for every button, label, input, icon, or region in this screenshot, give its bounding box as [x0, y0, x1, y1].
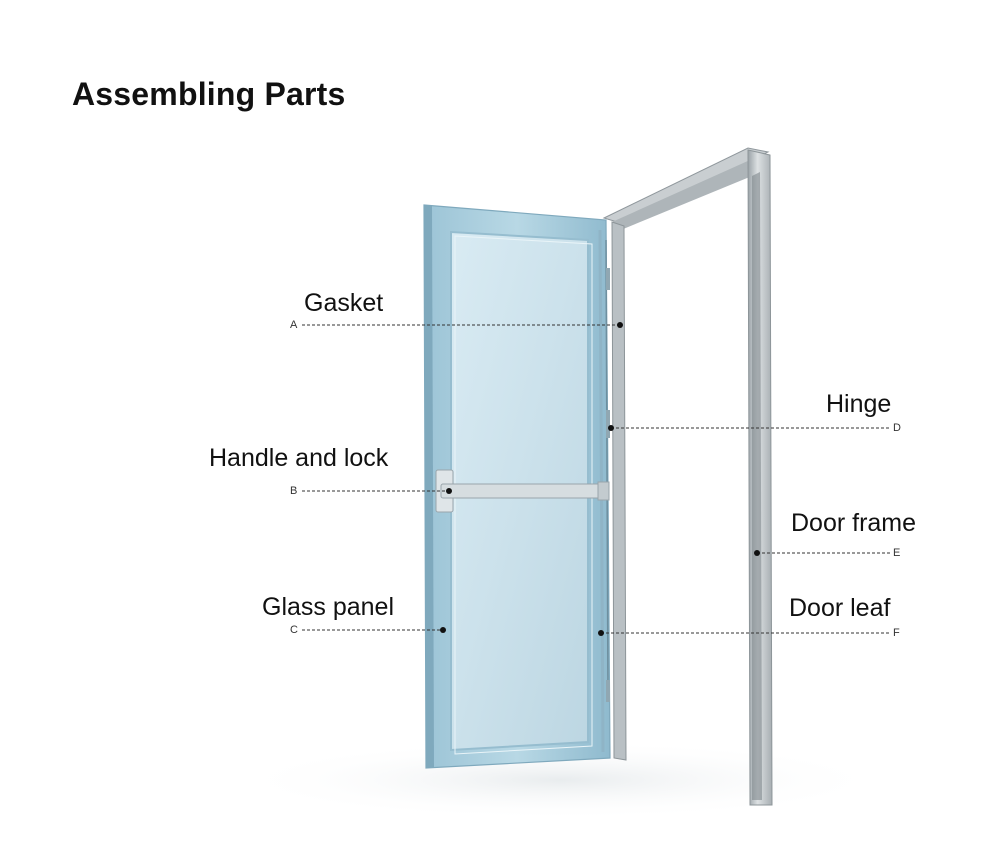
anchor-dot-f	[598, 630, 604, 636]
callout-letter-b: B	[290, 485, 298, 497]
callout-letter-e: E	[893, 547, 901, 559]
callout-letter-d: D	[893, 422, 901, 434]
callout-label-glass-panel: Glass panel	[262, 593, 395, 621]
floor-shadow	[230, 740, 890, 820]
anchor-dot-b	[446, 488, 452, 494]
callout-label-hinge: Hinge	[826, 390, 892, 418]
callout-label-door-frame: Door frame	[791, 509, 917, 537]
callout-label-door-leaf: Door leaf	[789, 594, 891, 622]
anchor-dot-a	[617, 322, 623, 328]
anchor-dot-e	[754, 550, 760, 556]
callout-letter-f: F	[893, 627, 900, 639]
callout-letter-c: C	[290, 624, 298, 636]
callout-letter-a: A	[290, 319, 298, 331]
page-title: Assembling Parts	[72, 76, 346, 112]
anchor-dot-c	[440, 627, 446, 633]
anchor-dot-d	[608, 425, 614, 431]
callout-label-handle-and-lock: Handle and lock	[209, 444, 389, 472]
callout-label-gasket: Gasket	[304, 289, 384, 317]
door-frame	[602, 147, 773, 806]
